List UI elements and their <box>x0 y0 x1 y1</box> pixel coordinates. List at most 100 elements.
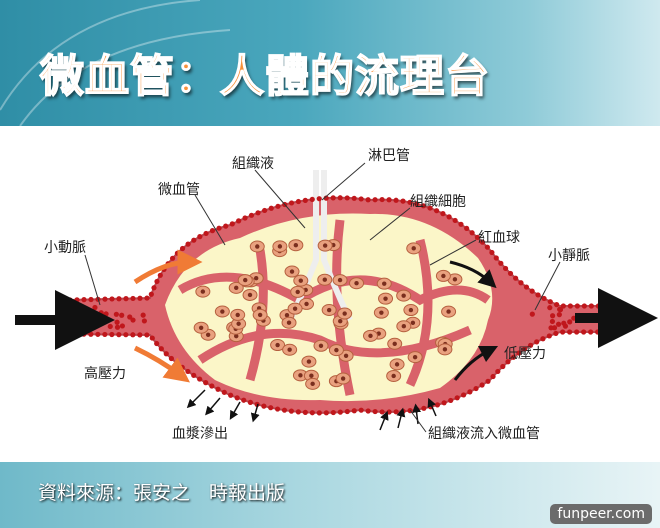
red-blood-cell <box>460 392 467 398</box>
red-blood-cell <box>337 195 343 201</box>
red-blood-cell <box>516 350 522 356</box>
red-blood-cell <box>379 409 385 415</box>
red-blood-cell <box>609 303 615 309</box>
leader-lines <box>84 162 561 433</box>
red-blood-cell <box>141 318 147 324</box>
red-blood-cell <box>123 332 129 338</box>
label-venule: 小靜脈 <box>548 248 590 264</box>
red-blood-cell <box>179 245 186 252</box>
brand-watermark[interactable]: funpeer.com <box>550 504 652 524</box>
red-blood-cell <box>484 244 490 250</box>
red-blood-cell <box>555 321 562 327</box>
red-blood-cell <box>386 197 392 203</box>
cell-nucleus <box>304 301 309 307</box>
flow-arrow-out-upper <box>449 260 497 289</box>
red-blood-cell <box>479 382 485 388</box>
red-blood-cell <box>379 196 385 203</box>
red-blood-cell <box>556 312 562 318</box>
red-blood-cell <box>316 196 322 202</box>
red-blood-cell <box>358 407 364 413</box>
red-blood-cell <box>228 392 234 398</box>
red-blood-cell <box>493 255 499 261</box>
red-blood-cell <box>500 363 506 370</box>
cell-nucleus <box>198 325 204 330</box>
flow-arrow-out-lower <box>453 345 499 381</box>
red-blood-cell <box>88 331 94 337</box>
red-blood-cell <box>119 312 125 318</box>
capillary-diagram: 組織液 淋巴管 微血管 組織細胞 紅血球 小動脈 小靜脈 高壓力 低壓力 血漿滲… <box>15 148 658 442</box>
red-blood-cell <box>130 317 136 323</box>
cell-nucleus <box>392 341 397 346</box>
red-blood-cell <box>154 340 160 347</box>
red-blood-cell <box>344 408 350 415</box>
label-tissue-cell: 組織細胞 <box>410 194 466 210</box>
red-blood-cell <box>323 410 329 416</box>
red-blood-cell <box>588 303 594 309</box>
red-blood-cell <box>602 329 608 335</box>
cell-nucleus <box>318 343 324 349</box>
red-blood-cell <box>547 299 553 305</box>
red-blood-cell <box>102 331 108 338</box>
red-blood-cell <box>137 332 143 338</box>
cell-nucleus <box>310 381 315 387</box>
cell-nucleus <box>200 289 206 294</box>
red-blood-cell <box>144 295 150 301</box>
label-lymph: 淋巴管 <box>368 148 410 164</box>
label-capillary: 微血管 <box>158 182 200 198</box>
red-blood-cell <box>567 303 573 309</box>
red-blood-cell <box>215 386 221 392</box>
red-blood-cell <box>616 303 622 309</box>
red-blood-cell <box>464 225 470 232</box>
red-blood-cell <box>274 406 281 412</box>
red-blood-cell <box>197 234 203 240</box>
red-blood-cell <box>74 331 80 337</box>
red-blood-cell <box>440 211 446 217</box>
red-blood-cell <box>522 346 528 352</box>
red-blood-cell <box>288 200 295 206</box>
cell-nucleus <box>275 342 280 348</box>
red-blood-cell <box>372 197 378 203</box>
red-blood-cell <box>365 197 371 203</box>
cell-nucleus <box>255 244 260 249</box>
red-blood-cell <box>344 195 350 201</box>
cell-nucleus <box>243 277 248 283</box>
red-blood-cell <box>209 383 215 389</box>
label-low-pressure: 低壓力 <box>504 346 546 362</box>
cell-nucleus <box>234 285 239 291</box>
red-blood-cell <box>191 372 197 378</box>
red-blood-cell <box>203 380 209 386</box>
red-blood-cell <box>88 296 94 303</box>
red-blood-cell <box>502 265 509 272</box>
cell-nucleus <box>442 347 448 352</box>
red-blood-cell <box>168 355 175 362</box>
red-blood-cell <box>567 329 573 335</box>
red-blood-cell <box>185 241 191 247</box>
red-blood-cell <box>505 359 511 365</box>
red-blood-cell <box>148 291 154 297</box>
red-blood-cell <box>427 205 433 211</box>
cell-nucleus <box>286 320 292 325</box>
red-blood-cell <box>434 402 441 408</box>
red-blood-cell <box>254 401 260 407</box>
red-blood-cell <box>513 275 519 281</box>
red-blood-cell <box>281 407 288 413</box>
red-blood-cell <box>98 310 104 316</box>
red-blood-cell <box>498 260 504 266</box>
red-blood-cell <box>495 368 501 375</box>
red-blood-cell <box>386 409 392 415</box>
cell-nucleus <box>298 373 303 378</box>
red-blood-cell <box>248 212 255 218</box>
label-arteriole: 小動脈 <box>44 240 86 256</box>
cell-nucleus <box>205 332 211 337</box>
red-blood-cell <box>448 397 454 404</box>
cell-nucleus <box>337 277 343 283</box>
header-banner <box>0 0 660 126</box>
red-blood-cell <box>140 312 146 318</box>
red-blood-cell <box>393 197 399 203</box>
red-blood-cell <box>529 311 535 317</box>
red-blood-cell <box>554 302 560 308</box>
red-blood-cell <box>74 297 80 303</box>
red-blood-cell <box>560 329 566 335</box>
red-blood-cell <box>163 351 169 357</box>
red-blood-cell <box>203 230 209 237</box>
